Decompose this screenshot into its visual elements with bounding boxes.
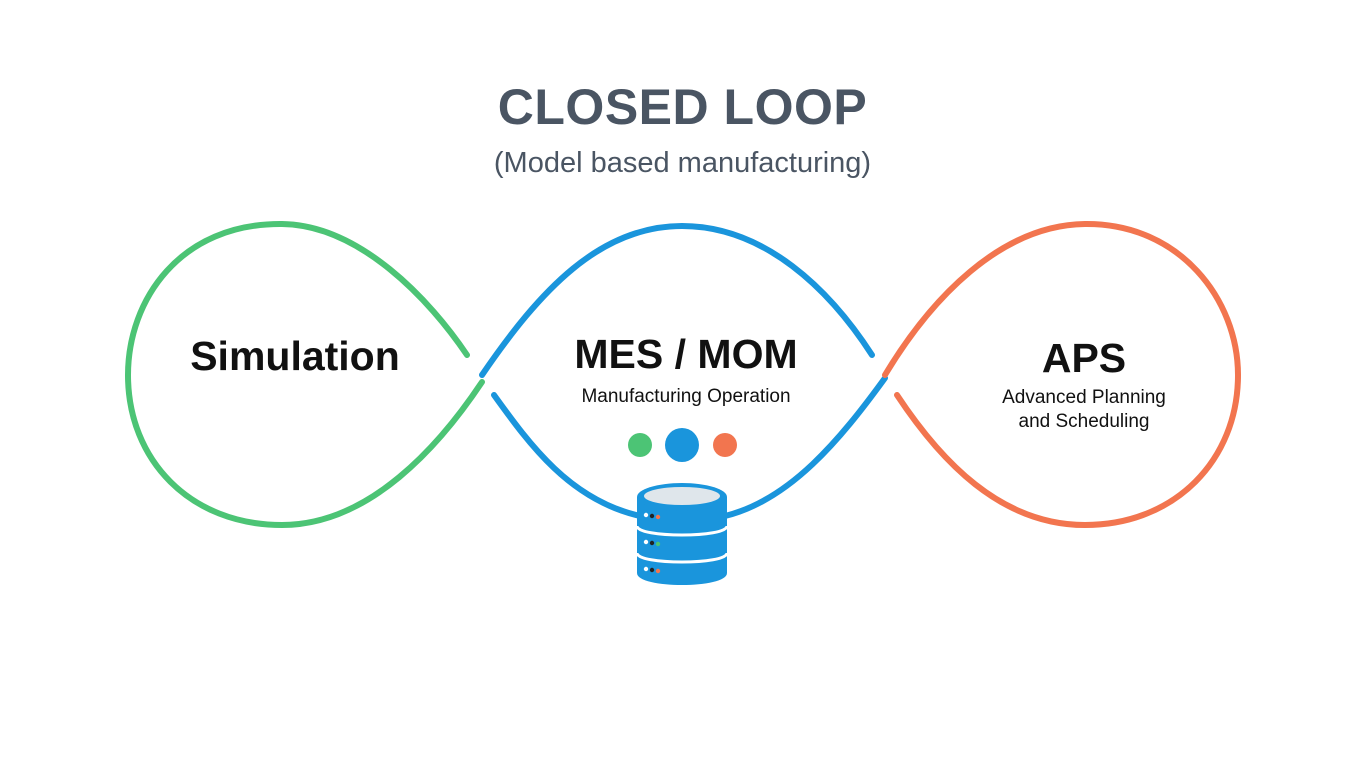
simulation-loop <box>124 220 485 529</box>
aps-description: Advanced Planning and Scheduling <box>964 386 1204 434</box>
mes-loop-upper <box>479 222 875 378</box>
aps-description-line1: Advanced Planning <box>1002 387 1166 408</box>
mes-description: Manufacturing Operation <box>581 386 791 407</box>
aps-description-line2: and Scheduling <box>1018 411 1150 432</box>
orange-dot <box>713 433 737 457</box>
mes-loop-lower <box>491 375 888 519</box>
green-dot <box>628 433 652 457</box>
database-icon <box>635 483 729 585</box>
simulation-label: Simulation <box>190 333 400 379</box>
aps-loop <box>882 220 1242 529</box>
page-subtitle: (Model based manufacturing) <box>493 147 872 179</box>
page-title: CLOSED LOOP <box>497 79 868 135</box>
blue-dot <box>665 428 699 462</box>
mes-label: MES / MOM <box>574 331 798 377</box>
aps-label: APS <box>1041 335 1127 381</box>
